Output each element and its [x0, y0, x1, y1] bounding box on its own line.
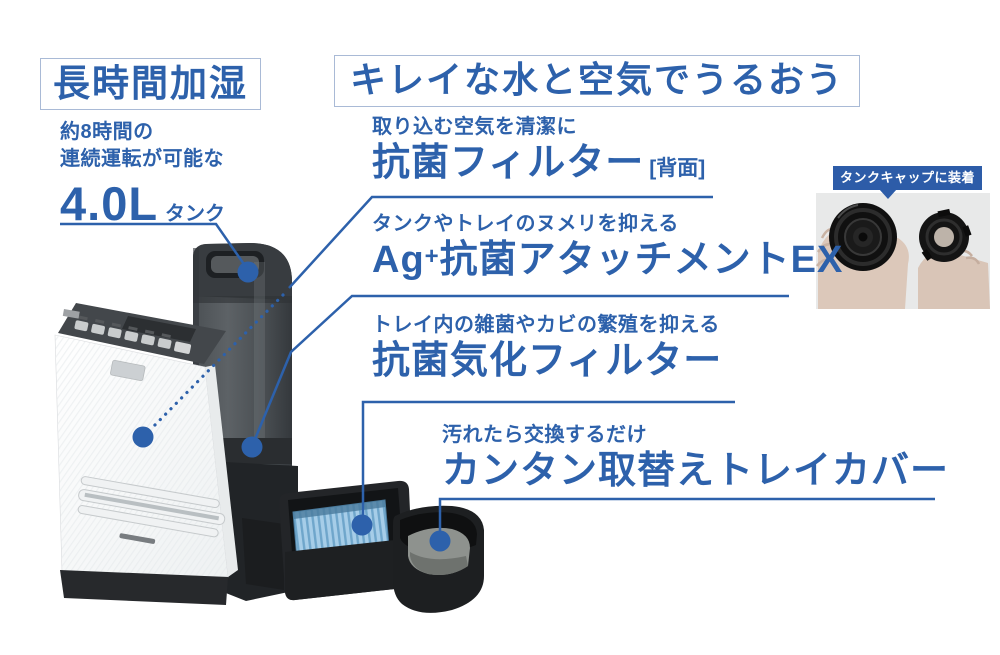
top-handle-recess	[122, 316, 196, 342]
feature-subtitle: 汚れたら交換するだけ	[442, 424, 647, 446]
leader-tank-capacity	[60, 222, 250, 271]
unit-base	[60, 570, 228, 605]
tank-cap-photo	[816, 193, 990, 309]
feature-subtitle: トレイ内の雑菌やカビの繁殖を抑える	[372, 314, 720, 336]
right-hand	[918, 251, 990, 309]
tray-assembly	[242, 480, 484, 613]
front-vents	[77, 476, 226, 538]
feature-subtitle: タンクやトレイのヌメリを抑える	[372, 213, 679, 235]
front-display-window	[110, 359, 146, 382]
dot-filter	[351, 514, 373, 536]
feature-vaporizing-filter: トレイ内の雑菌やカビの繁殖を抑える 抗菌気化フィルター	[372, 313, 722, 385]
leader-antibacterial-filter	[288, 195, 713, 289]
leader-dotted-to-back	[150, 293, 285, 430]
dot-tank-top	[237, 261, 259, 283]
badge-long-humidify: 長時間加湿	[40, 58, 261, 110]
feature-title-text: カンタン取替えトレイカバー	[442, 450, 950, 492]
label-pointer-icon	[879, 189, 897, 208]
tank-capacity-callout: 約8時間の 連続運転が可能な 4.0L タンク	[60, 119, 225, 231]
feature-title: 抗菌フィルター[背面]	[372, 141, 705, 187]
small-tank-cap	[919, 208, 972, 262]
dot-tank-bottom	[241, 436, 263, 458]
tank-capacity-unit: タンク	[165, 203, 226, 225]
brand-logo	[119, 533, 156, 544]
feature-title-rest: 抗菌アタッチメントEX	[439, 239, 844, 281]
control-buttons	[74, 315, 192, 354]
feature-antibacterial-filter: 取り込む空気を清潔に 抗菌フィルター[背面]	[372, 115, 705, 187]
photo-caption-label: タンクキャップに装着	[833, 166, 983, 199]
feature-tray-cover: 汚れたら交換するだけ カンタン取替えトレイカバー	[442, 423, 949, 495]
control-panel	[58, 303, 226, 364]
dot-front-panel	[132, 426, 154, 448]
leader-vaporizing-filter	[361, 400, 735, 517]
feature-title: Ag+抗菌アタッチメントEX	[372, 238, 843, 284]
leader-ag-attachment	[251, 294, 789, 445]
large-tank-cap	[829, 203, 897, 271]
feature-title-text: 抗菌フィルター	[372, 142, 645, 184]
feature-ag-attachment: タンクやトレイのヌメリを抑える Ag+抗菌アタッチメントEX	[372, 212, 843, 284]
photo-caption-text: タンクキャップに装着	[840, 170, 976, 185]
unit-side-face	[205, 365, 238, 577]
callout-lines	[60, 195, 935, 533]
feature-subtitle: 取り込む空気を清潔に	[372, 116, 577, 138]
leader-tray-cover	[438, 497, 935, 533]
tank-capacity-value-row: 4.0L タンク	[60, 176, 225, 231]
badge-clean-water-air: キレイな水と空気でうるおう	[334, 55, 861, 107]
dot-tray-cover	[429, 530, 451, 552]
feature-title-base: Ag	[372, 239, 425, 281]
tank-capacity-value: 4.0L	[60, 177, 159, 230]
callout-dots	[132, 261, 451, 552]
tank-desc-line1: 約8時間の	[60, 121, 154, 143]
feature-title-text: 抗菌気化フィルター	[372, 340, 723, 382]
feature-title-suffix: [背面]	[649, 157, 706, 180]
humidifier-unit	[54, 303, 238, 605]
feature-title-sup: +	[424, 243, 440, 270]
tank-desc-line2: 連続運転が可能な	[60, 148, 224, 170]
